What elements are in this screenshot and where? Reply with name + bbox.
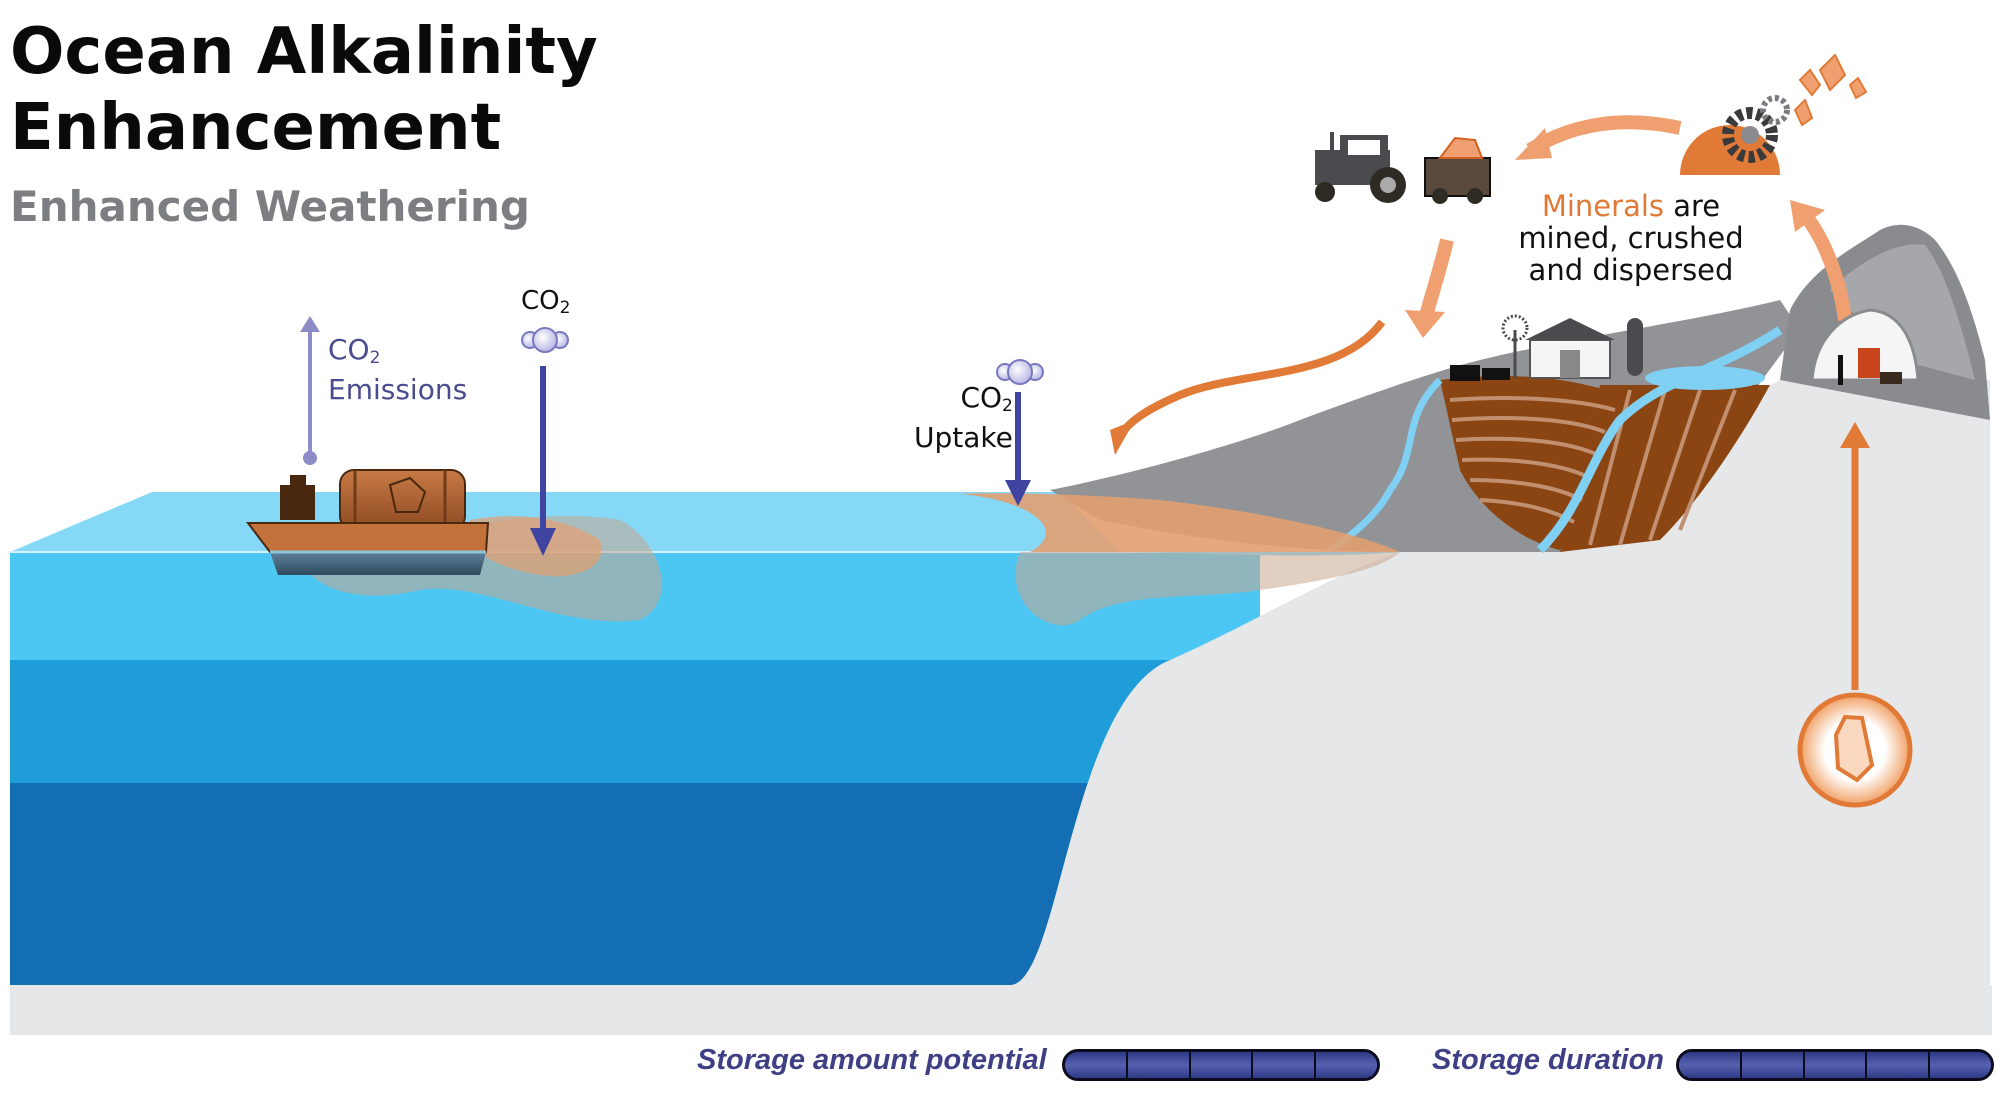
bar-segment	[1065, 1052, 1128, 1078]
land-slope	[1010, 380, 1990, 1035]
tractor-icon	[1315, 132, 1491, 204]
bar-segment	[1804, 1052, 1868, 1078]
ocean-layer-2	[10, 660, 1260, 784]
bar-segment	[1316, 1052, 1377, 1078]
bar-segment	[1127, 1052, 1191, 1078]
co2-down-arrow	[530, 366, 556, 556]
bar-segment	[1930, 1052, 1991, 1078]
small-tractor-icon	[1450, 365, 1510, 381]
storage-amount-bar	[1062, 1049, 1380, 1081]
crusher-gear-icon	[1680, 53, 1868, 175]
silo-icon	[1627, 318, 1643, 376]
farm-barn-icon	[1525, 318, 1615, 379]
title-line-1: Ocean Alkalinity	[10, 15, 598, 89]
windmill-icon	[1501, 314, 1529, 378]
title-line-2: Enhancement	[10, 91, 502, 165]
bar-segment	[1190, 1052, 1254, 1078]
river-2	[1536, 326, 1783, 554]
co2-molecule-icon	[521, 327, 569, 353]
co2-uptake-label: CO2 Uptake	[914, 381, 1013, 454]
river-1	[1328, 377, 1443, 553]
co2-molecule-icon	[996, 359, 1044, 385]
arrow-mine-to-crusher	[1799, 210, 1852, 321]
coastal-sediment	[960, 493, 1400, 552]
crystal-icon	[1797, 692, 1913, 808]
arrow-to-coast	[1116, 319, 1386, 439]
bar-segment	[1741, 1052, 1805, 1078]
lake	[1645, 366, 1765, 390]
co2-label: CO2	[521, 286, 571, 318]
page-subtitle: Enhanced Weathering	[10, 182, 530, 231]
minerals-process-label: Minerals are mined, crushed and disperse…	[1518, 189, 1744, 287]
emissions-arrow	[300, 316, 320, 465]
bar-segment	[1867, 1052, 1931, 1078]
coastal-plume	[1015, 552, 1400, 626]
co2-emissions-label: CO2 Emissions	[328, 333, 468, 406]
storage-duration-bar	[1676, 1049, 1994, 1081]
bar-segment	[1679, 1052, 1742, 1078]
arrow-tractor-down	[1418, 238, 1454, 322]
bar-segment	[1253, 1052, 1317, 1078]
page-title: Ocean Alkalinity Enhancement	[10, 14, 598, 166]
uptake-arrow	[1005, 392, 1031, 506]
storage-amount-label: Storage amount potential	[697, 1044, 1047, 1076]
mine-icon	[1810, 308, 1920, 385]
arrow-crusher-to-tractor	[1526, 115, 1682, 156]
ship-icon	[245, 469, 490, 575]
storage-duration-label: Storage duration	[1432, 1044, 1665, 1076]
